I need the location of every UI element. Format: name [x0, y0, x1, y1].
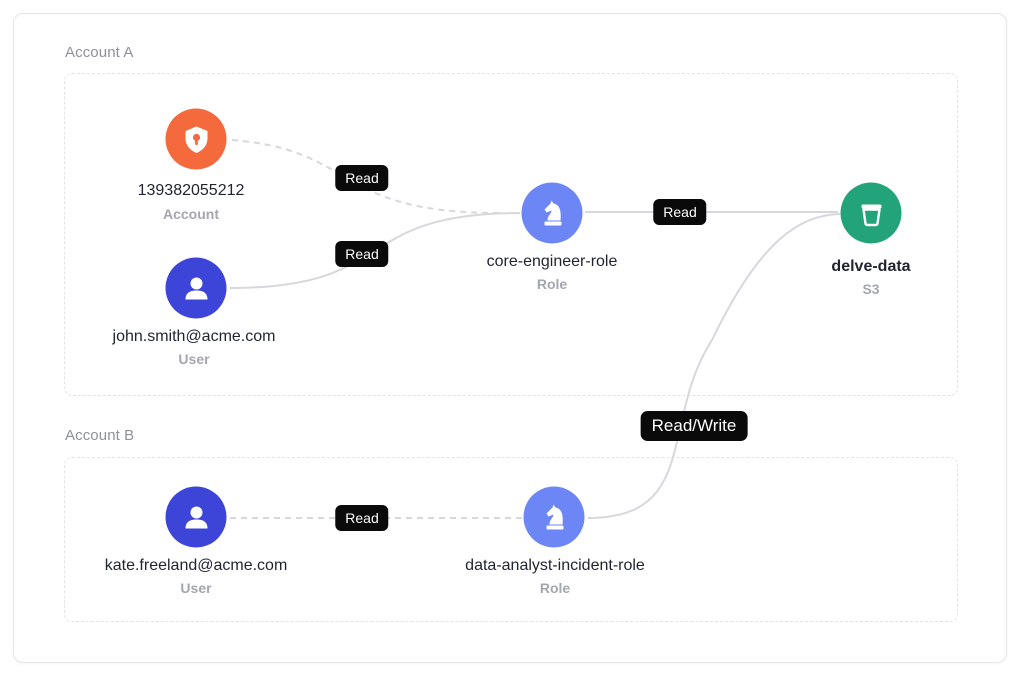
account-a-label: Account A: [65, 44, 134, 61]
account-b-group: [64, 457, 958, 622]
account-b-label: Account B: [65, 427, 135, 444]
account-a-group: [64, 73, 958, 396]
core-engineer-role-node[interactable]: [521, 182, 583, 244]
john-user-type: User: [178, 351, 210, 367]
chess-knight-icon: [544, 200, 561, 225]
edge-label-core-delve: Read: [653, 199, 707, 225]
shield-key-icon: [185, 126, 207, 153]
delve-data-title: delve-data: [831, 258, 911, 275]
account-node-title: 139382055212: [137, 182, 245, 199]
kate-user-title: kate.freeland@acme.com: [104, 557, 288, 574]
kate-user-node[interactable]: [165, 486, 227, 548]
user-icon: [185, 277, 207, 299]
data-analyst-incident-role-node[interactable]: [523, 486, 585, 548]
john-user-node[interactable]: [165, 257, 227, 319]
edge-label-kate-analyst: Read: [335, 505, 389, 531]
edge-label-account-core: Read: [335, 165, 389, 191]
core-engineer-role-type: Role: [536, 276, 568, 292]
core-engineer-role-title: core-engineer-role: [486, 253, 618, 270]
delve-data-type: S3: [862, 281, 880, 297]
data-analyst-incident-role-type: Role: [539, 580, 571, 596]
edge-analyst-role-to-delve[interactable]: [587, 213, 841, 519]
john-user-title: john.smith@acme.com: [112, 328, 276, 345]
bucket-icon: [861, 204, 881, 226]
edge-label-analyst-delve: Read/Write: [640, 411, 748, 441]
chess-knight-icon: [546, 504, 563, 529]
edge-label-john-core: Read: [335, 241, 389, 267]
account-node[interactable]: [165, 108, 227, 170]
delve-data-node[interactable]: [840, 182, 902, 244]
data-analyst-incident-role-title: data-analyst-incident-role: [465, 557, 645, 574]
account-node-type: Account: [163, 206, 219, 222]
user-icon: [185, 506, 207, 528]
kate-user-type: User: [180, 580, 212, 596]
